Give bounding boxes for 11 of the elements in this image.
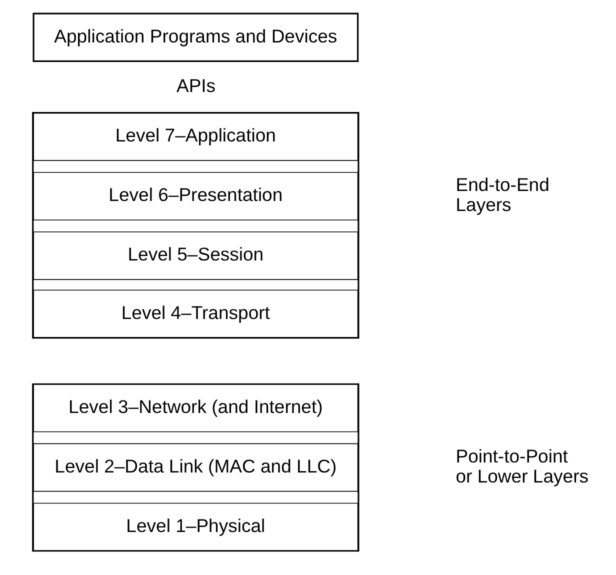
node-box: Level 7–Application xyxy=(32,112,358,161)
node-box: Level 1–Physical xyxy=(32,502,358,552)
label: End-to-End Layers xyxy=(455,174,549,215)
node-box: Level 5–Session xyxy=(32,232,358,280)
node-box: Level 3–Network (and Internet) xyxy=(32,384,358,432)
node-box: Level 4–Transport xyxy=(32,290,358,338)
node-box: Level 6–Presentation xyxy=(32,172,358,220)
label: Point-to-Point or Lower Layers xyxy=(455,445,588,486)
node-box: Level 2–Data Link (MAC and LLC) xyxy=(32,443,358,492)
label: APIs xyxy=(176,74,216,96)
node-box: Application Programs and Devices xyxy=(32,12,358,62)
